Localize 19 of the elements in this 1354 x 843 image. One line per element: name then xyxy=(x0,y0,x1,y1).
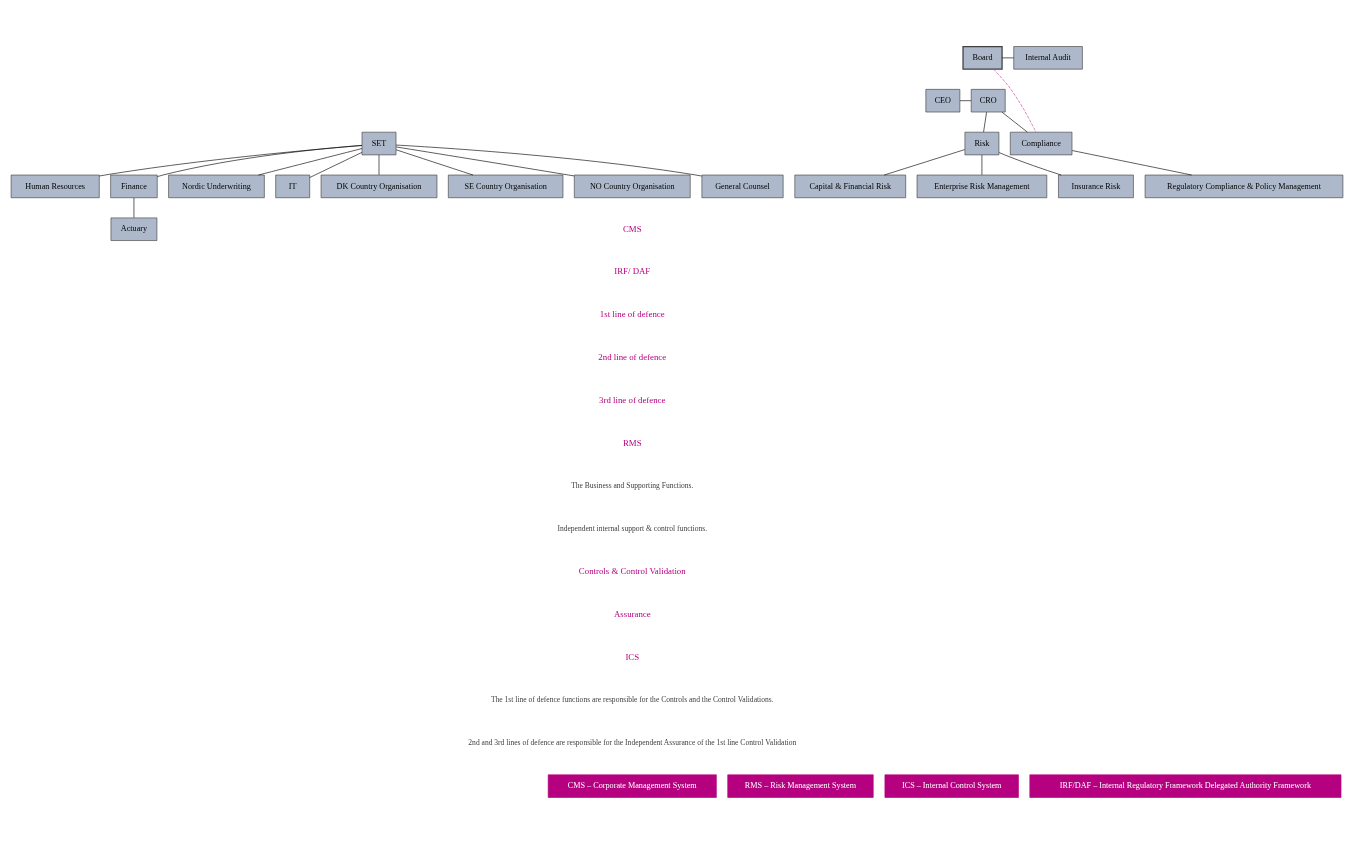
connector xyxy=(395,148,474,175)
label: 2nd line of defence xyxy=(598,351,667,362)
connector xyxy=(993,68,1037,132)
label: RMS xyxy=(622,437,642,448)
label: Controls & Control Validation xyxy=(578,565,686,576)
label: ICS xyxy=(625,651,640,662)
label: IRF/ DAF xyxy=(614,265,651,276)
label: 3rd line of defence xyxy=(599,394,666,405)
connector xyxy=(309,151,363,178)
connector xyxy=(883,148,966,175)
connector xyxy=(157,144,363,177)
connector xyxy=(99,144,363,176)
label: CMS xyxy=(622,223,642,234)
label: 1st line of defence xyxy=(599,308,665,319)
connector xyxy=(1071,149,1192,175)
label: Assurance xyxy=(613,608,651,619)
connector xyxy=(998,151,1062,175)
connector xyxy=(1001,57,1015,58)
connector xyxy=(258,147,363,175)
